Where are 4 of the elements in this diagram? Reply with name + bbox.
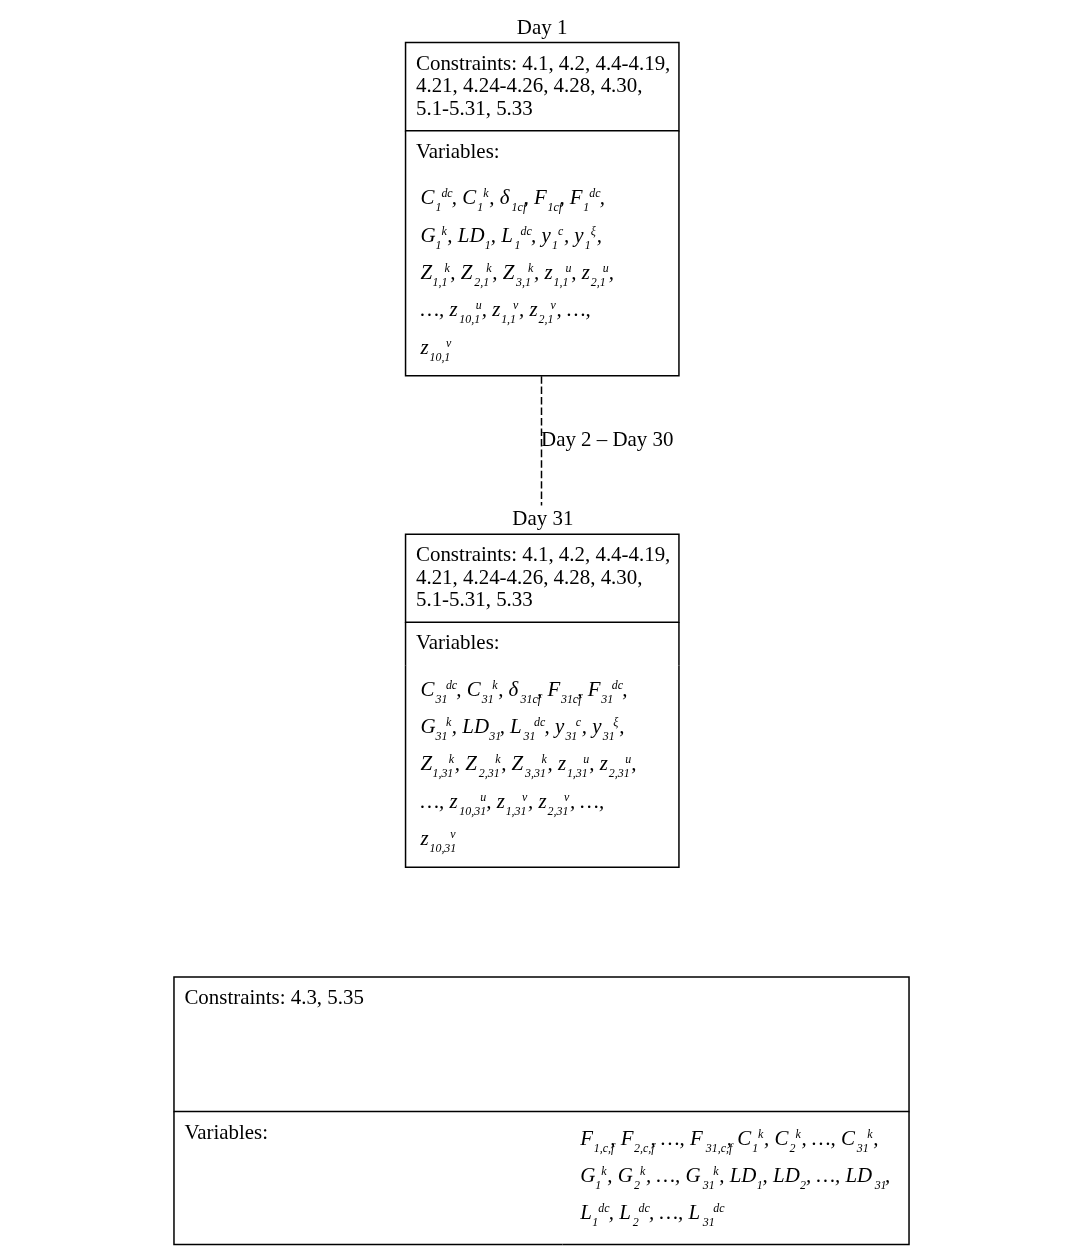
connector [540,375,543,507]
node-label: Day 1 [516,14,568,39]
node-label: Day 31 [512,506,574,531]
edge-label: Day 2 – Day 30 [541,427,674,452]
